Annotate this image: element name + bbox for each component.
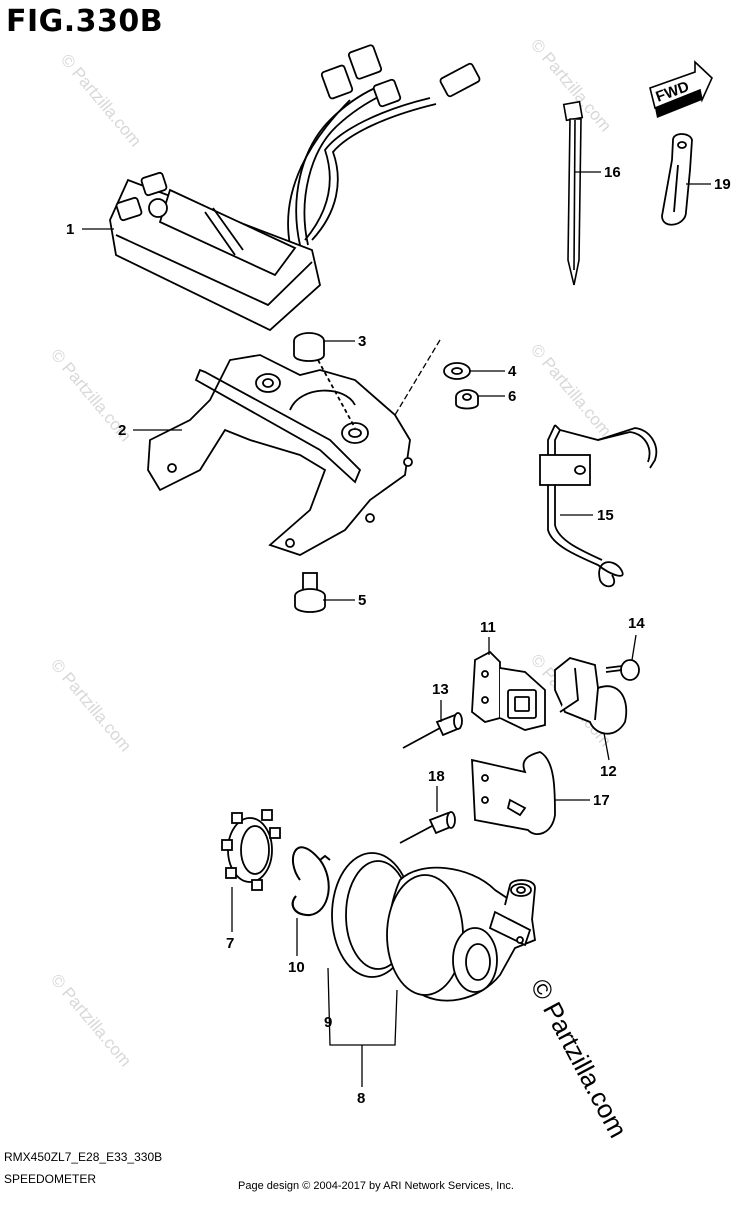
watermark: © Partzilla.com <box>47 970 135 1070</box>
gearbox <box>386 866 536 1002</box>
callout-13: 13 <box>432 681 449 698</box>
watermark: © Partzilla.com <box>527 340 615 440</box>
callout-11: 11 <box>480 619 496 636</box>
callout-7: 7 <box>226 935 234 952</box>
retainer-ring <box>221 809 281 891</box>
wire-guide <box>539 424 658 588</box>
leader-dashed <box>394 339 441 416</box>
callout-16: 16 <box>604 164 621 181</box>
watermark-strong: © Partzilla.com <box>525 974 634 1143</box>
rivet-13 <box>402 712 463 749</box>
mounting-plate <box>471 650 546 731</box>
sensor-bracket <box>471 751 556 835</box>
callout-15: 15 <box>597 507 614 524</box>
callout-14: 14 <box>628 615 645 632</box>
callout-12: 12 <box>600 763 617 780</box>
figure-code: RMX450ZL7_E28_E33_330B <box>4 1150 163 1164</box>
callout-19: 19 <box>714 176 731 193</box>
watermark: © Partzilla.com <box>47 655 135 755</box>
callouts: 1 2 3 4 5 6 7 8 9 10 11 12 13 14 15 16 1… <box>66 164 731 1107</box>
sensor-holder <box>554 657 628 735</box>
figure-title: FIG.330B <box>6 4 164 39</box>
callout-18: 18 <box>428 768 445 785</box>
washer <box>443 362 471 380</box>
callout-2: 2 <box>118 422 126 439</box>
wire-clamp <box>661 133 693 226</box>
grommet <box>293 332 356 429</box>
rivet-18 <box>399 811 456 844</box>
callout-10: 10 <box>288 959 305 976</box>
nut <box>455 389 479 410</box>
callout-3: 3 <box>358 333 366 350</box>
callout-5: 5 <box>358 592 366 609</box>
bolt <box>294 572 326 613</box>
cable-tie <box>562 100 584 286</box>
meter-bracket <box>147 354 413 556</box>
callout-9: 9 <box>324 1014 332 1031</box>
callout-6: 6 <box>508 388 516 405</box>
speedometer-unit <box>109 44 481 332</box>
watermark: © Partzilla.com <box>57 50 145 150</box>
callout-8: 8 <box>357 1090 365 1107</box>
leader-lines <box>82 171 711 1087</box>
screw <box>605 659 640 681</box>
fwd-arrow: FWD <box>649 60 713 118</box>
page-credit: Page design © 2004-2017 by ARI Network S… <box>238 1180 514 1192</box>
figure-name: SPEEDOMETER <box>4 1172 97 1186</box>
circlip <box>291 846 331 917</box>
callout-17: 17 <box>593 792 610 809</box>
callout-4: 4 <box>508 363 517 380</box>
callout-1: 1 <box>66 221 74 238</box>
